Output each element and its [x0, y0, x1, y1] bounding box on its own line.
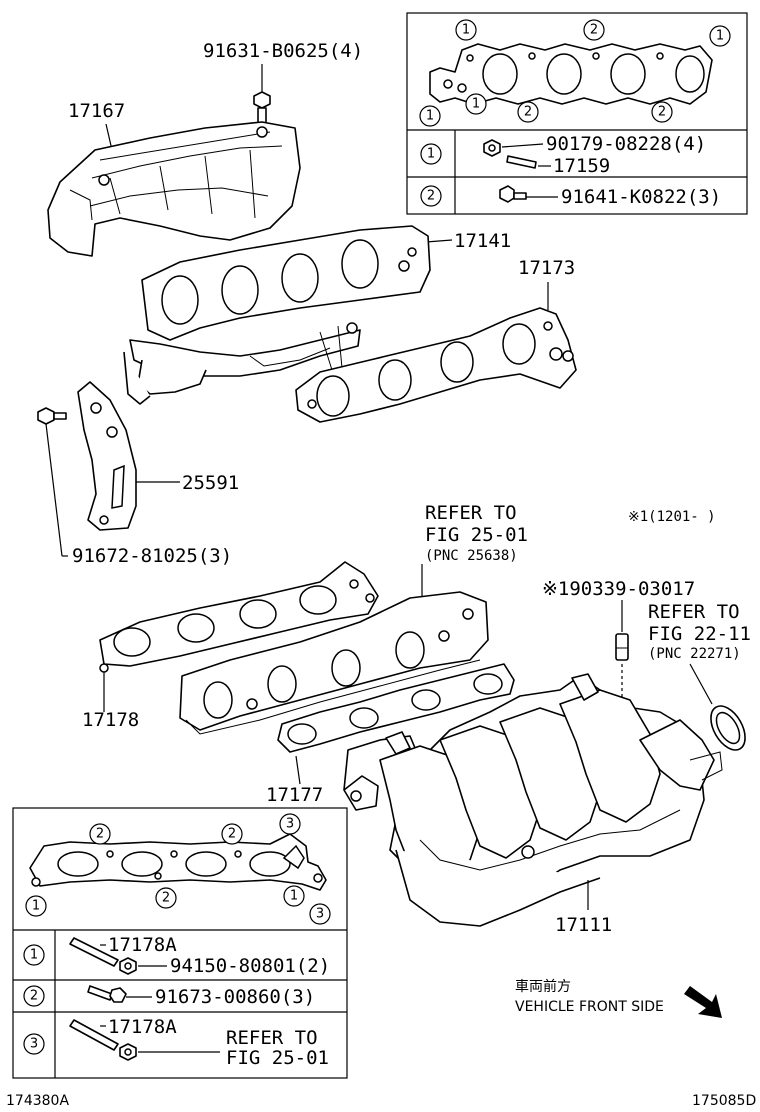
throttle-gasket [710, 705, 746, 751]
figure-code-right: 175085D [692, 1093, 756, 1109]
callout-1 [455, 19, 477, 41]
refer-fig-25-box: FIG 25-01 [226, 1047, 329, 1069]
label-91631: 91631-B0625(4) [203, 40, 363, 62]
callout-1 [25, 895, 47, 917]
callout-label: 2 [228, 827, 236, 842]
callout-label: 3 [30, 1037, 38, 1052]
label-90339: ※190339-03017 [542, 578, 695, 600]
top-legend-box: 1 2 1 1 1 2 2 1 90179-08228(4) 17159 2 9… [406, 12, 748, 215]
refer-fig-25: (PNC 25638) [425, 548, 518, 564]
refer-fig-22: (PNC 22271) [648, 646, 741, 662]
part-number: 91673-00860(3) [155, 986, 315, 1008]
callout-2 [651, 101, 673, 123]
callout-label: 1 [427, 147, 435, 162]
callout-label: 1 [716, 29, 724, 44]
callout-3 [279, 813, 301, 835]
callout-1 [465, 93, 487, 115]
label-17141: 17141 [454, 230, 511, 252]
callout-2 [583, 19, 605, 41]
callout-2 [23, 985, 45, 1007]
callout-label: 1 [30, 948, 38, 963]
callout-label: 2 [524, 105, 532, 120]
callout-label: 3 [316, 907, 324, 922]
label-17177: 17177 [266, 784, 323, 806]
refer-fig-25: REFER TO [425, 502, 517, 524]
intake-manifold [343, 673, 723, 927]
part-number: 90179-08228(4) [546, 133, 706, 155]
exhaust-gasket [295, 307, 577, 423]
sensor-icon [615, 633, 629, 661]
callout-1 [283, 885, 305, 907]
note-1201: ※1(1201- ) [628, 509, 716, 525]
callout-2 [420, 185, 442, 207]
callout-label: 1 [472, 97, 480, 112]
bolt-icon [499, 185, 527, 203]
callout-label: 2 [96, 827, 104, 842]
part-number: 17178A [108, 934, 177, 956]
stud-icon [69, 1019, 119, 1051]
part-number: 94150-80801(2) [170, 955, 330, 977]
callout-label: 2 [162, 891, 170, 906]
refer-fig-22: REFER TO [648, 601, 740, 623]
callout-3 [309, 903, 331, 925]
bracket [77, 381, 137, 531]
label-17173: 17173 [518, 257, 575, 279]
stud-icon [69, 937, 119, 967]
callout-label: 2 [427, 189, 435, 204]
callout-2 [517, 101, 539, 123]
front-label-en: VEHICLE FRONT SIDE [515, 999, 664, 1015]
intake-gasket-17178 [99, 561, 379, 673]
refer-fig-22: FIG 22-11 [648, 623, 751, 645]
part-number: 91641-K0822(3) [561, 186, 721, 208]
label-17178: 17178 [82, 709, 139, 731]
callout-1 [419, 105, 441, 127]
callout-label: 3 [286, 817, 294, 832]
label-17167: 17167 [68, 100, 125, 122]
label-25591: 25591 [182, 472, 239, 494]
callout-2 [155, 887, 177, 909]
callout-1 [420, 143, 442, 165]
refer-fig-25: FIG 25-01 [425, 524, 528, 546]
callout-2 [221, 823, 243, 845]
callout-label: 1 [426, 109, 434, 124]
arrow-icon [684, 986, 722, 1018]
callout-2 [89, 823, 111, 845]
nut-icon [483, 139, 501, 157]
refer-fig-25-box: REFER TO [226, 1027, 318, 1049]
part-number: 17178A [108, 1016, 177, 1038]
callout-label: 2 [658, 105, 666, 120]
callout-3 [23, 1033, 45, 1055]
callout-1 [23, 944, 45, 966]
figure-code-left: 174380A [6, 1093, 69, 1109]
nut-icon [119, 1043, 137, 1061]
bolt-91631 [253, 64, 271, 129]
exhaust-manifold [123, 225, 431, 405]
callout-label: 1 [462, 23, 470, 38]
callout-label: 1 [290, 889, 298, 904]
nut-icon [119, 957, 137, 975]
front-label-cn: 車両前方 [515, 978, 571, 995]
intake-spacer [179, 591, 489, 735]
callout-label: 1 [32, 899, 40, 914]
callout-label: 2 [30, 989, 38, 1004]
callout-label: 2 [590, 23, 598, 38]
stud-icon [506, 155, 537, 169]
part-number: 17159 [553, 155, 610, 177]
intake-gasket-17177 [277, 663, 515, 753]
callout-1 [709, 25, 731, 47]
bolt-91672 [37, 407, 68, 557]
heat-insulator [47, 121, 301, 257]
bottom-legend-box: 2 2 3 1 2 1 3 1 17178A 94150-80801(2) 2 … [12, 807, 348, 1079]
bolt-icon [87, 985, 127, 1003]
label-17111: 17111 [555, 914, 612, 936]
label-91672: 91672-81025(3) [72, 545, 232, 567]
